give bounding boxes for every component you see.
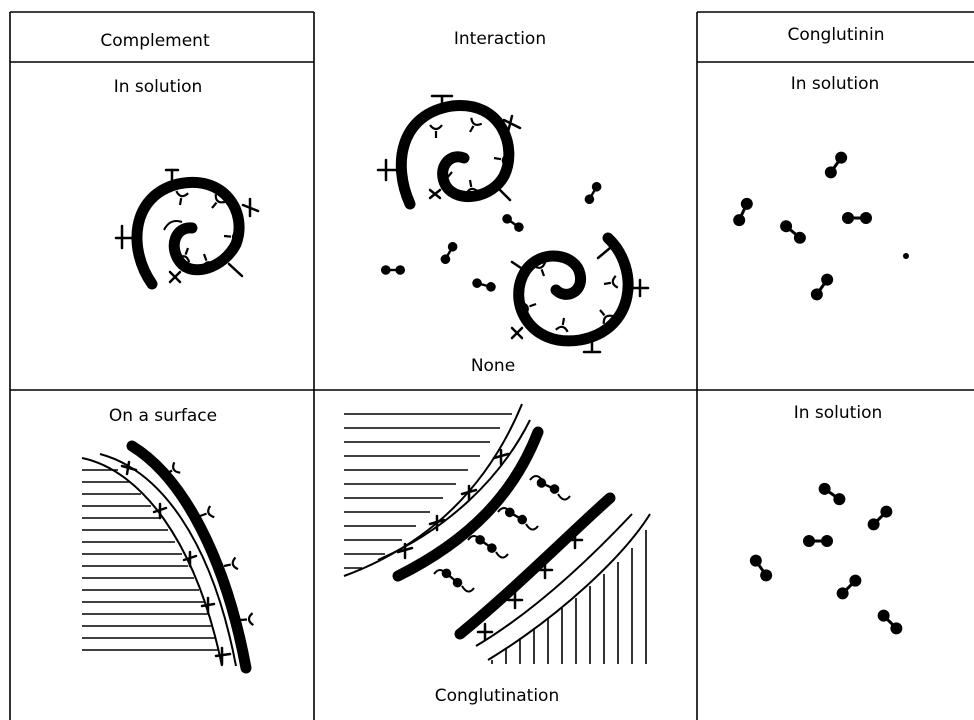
label-none: None (471, 356, 515, 376)
complement-spiral (114, 168, 260, 290)
complement-surface (81, 440, 255, 674)
conglutinin-dumbbells-bottom (745, 478, 907, 639)
header-interaction: Interaction (454, 29, 546, 49)
label-conglutinin-in-solution: In solution (791, 74, 880, 94)
header-complement: Complement (100, 31, 210, 51)
label-conglutinin-in-solution-bottom: In solution (794, 403, 883, 423)
label-complement-in-solution: In solution (114, 77, 203, 97)
interaction-spiral-2 (510, 232, 650, 354)
label-conglutination: Conglutination (435, 686, 559, 706)
conglutinin-dumbbells-top (729, 147, 909, 305)
interaction-spiral-1 (376, 94, 522, 210)
interaction-dumbbells (379, 179, 605, 294)
label-on-a-surface: On a surface (109, 406, 217, 426)
header-conglutinin: Conglutinin (788, 25, 885, 45)
table-grid (9, 11, 974, 720)
conglutination-complex (343, 403, 651, 664)
